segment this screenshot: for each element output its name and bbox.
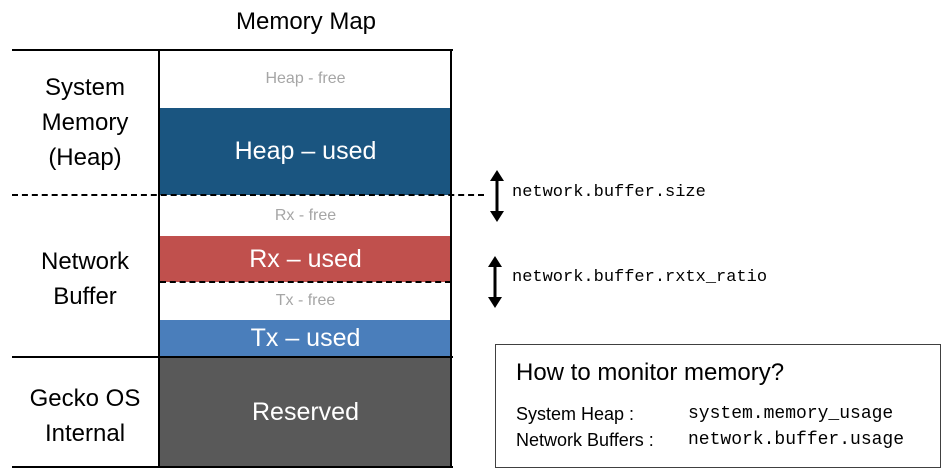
tx-free-label: Tx - free xyxy=(275,292,336,309)
rx-tx-divider xyxy=(160,281,451,283)
memory-map-title: Memory Map xyxy=(235,8,377,35)
rxtx-ratio-arrow-icon xyxy=(488,256,502,308)
heap-free-segment: Heap - free xyxy=(160,50,451,108)
system-heap-row-value: system.memory_usage xyxy=(688,404,894,424)
monitor-memory-box: How to monitor memory? System Heap : sys… xyxy=(495,344,941,468)
network-buffers-row-value: network.buffer.usage xyxy=(688,430,905,450)
buffer-size-param: network.buffer.size xyxy=(512,183,706,202)
buffer-size-arrow-icon xyxy=(490,170,504,222)
rx-free-label: Rx - free xyxy=(274,207,337,224)
bottom-border-line xyxy=(12,466,453,468)
gecko-os-internal-label: Gecko OS Internal xyxy=(29,385,141,447)
reserved-label: Reserved xyxy=(252,397,359,426)
system-memory-label: System Memory (Heap) xyxy=(41,74,129,171)
network-buffer-label: Network Buffer xyxy=(40,248,130,310)
heap-network-divider xyxy=(12,194,484,196)
tx-free-segment: Tx - free xyxy=(160,282,451,320)
system-heap-row-label: System Heap : xyxy=(516,404,635,424)
network-gecko-divider xyxy=(12,356,453,358)
network-buffers-row-label: Network Buffers : xyxy=(516,430,654,450)
rxtx-ratio-param: network.buffer.rxtx_ratio xyxy=(512,268,768,287)
column-right-border xyxy=(450,49,452,468)
column-left-border xyxy=(158,49,160,468)
rx-free-segment: Rx - free xyxy=(160,196,451,236)
tx-used-label: Tx – used xyxy=(250,324,361,352)
rx-used-segment: Rx – used xyxy=(160,236,451,282)
top-border-line xyxy=(12,49,453,51)
tx-used-segment: Tx – used xyxy=(160,320,451,357)
reserved-segment: Reserved xyxy=(160,358,451,466)
heap-free-label: Heap - free xyxy=(265,70,346,87)
heap-used-segment: Heap – used xyxy=(160,108,451,195)
heap-used-label: Heap – used xyxy=(234,137,377,165)
rx-used-label: Rx – used xyxy=(249,244,362,273)
monitor-box-title: How to monitor memory? xyxy=(516,359,785,386)
